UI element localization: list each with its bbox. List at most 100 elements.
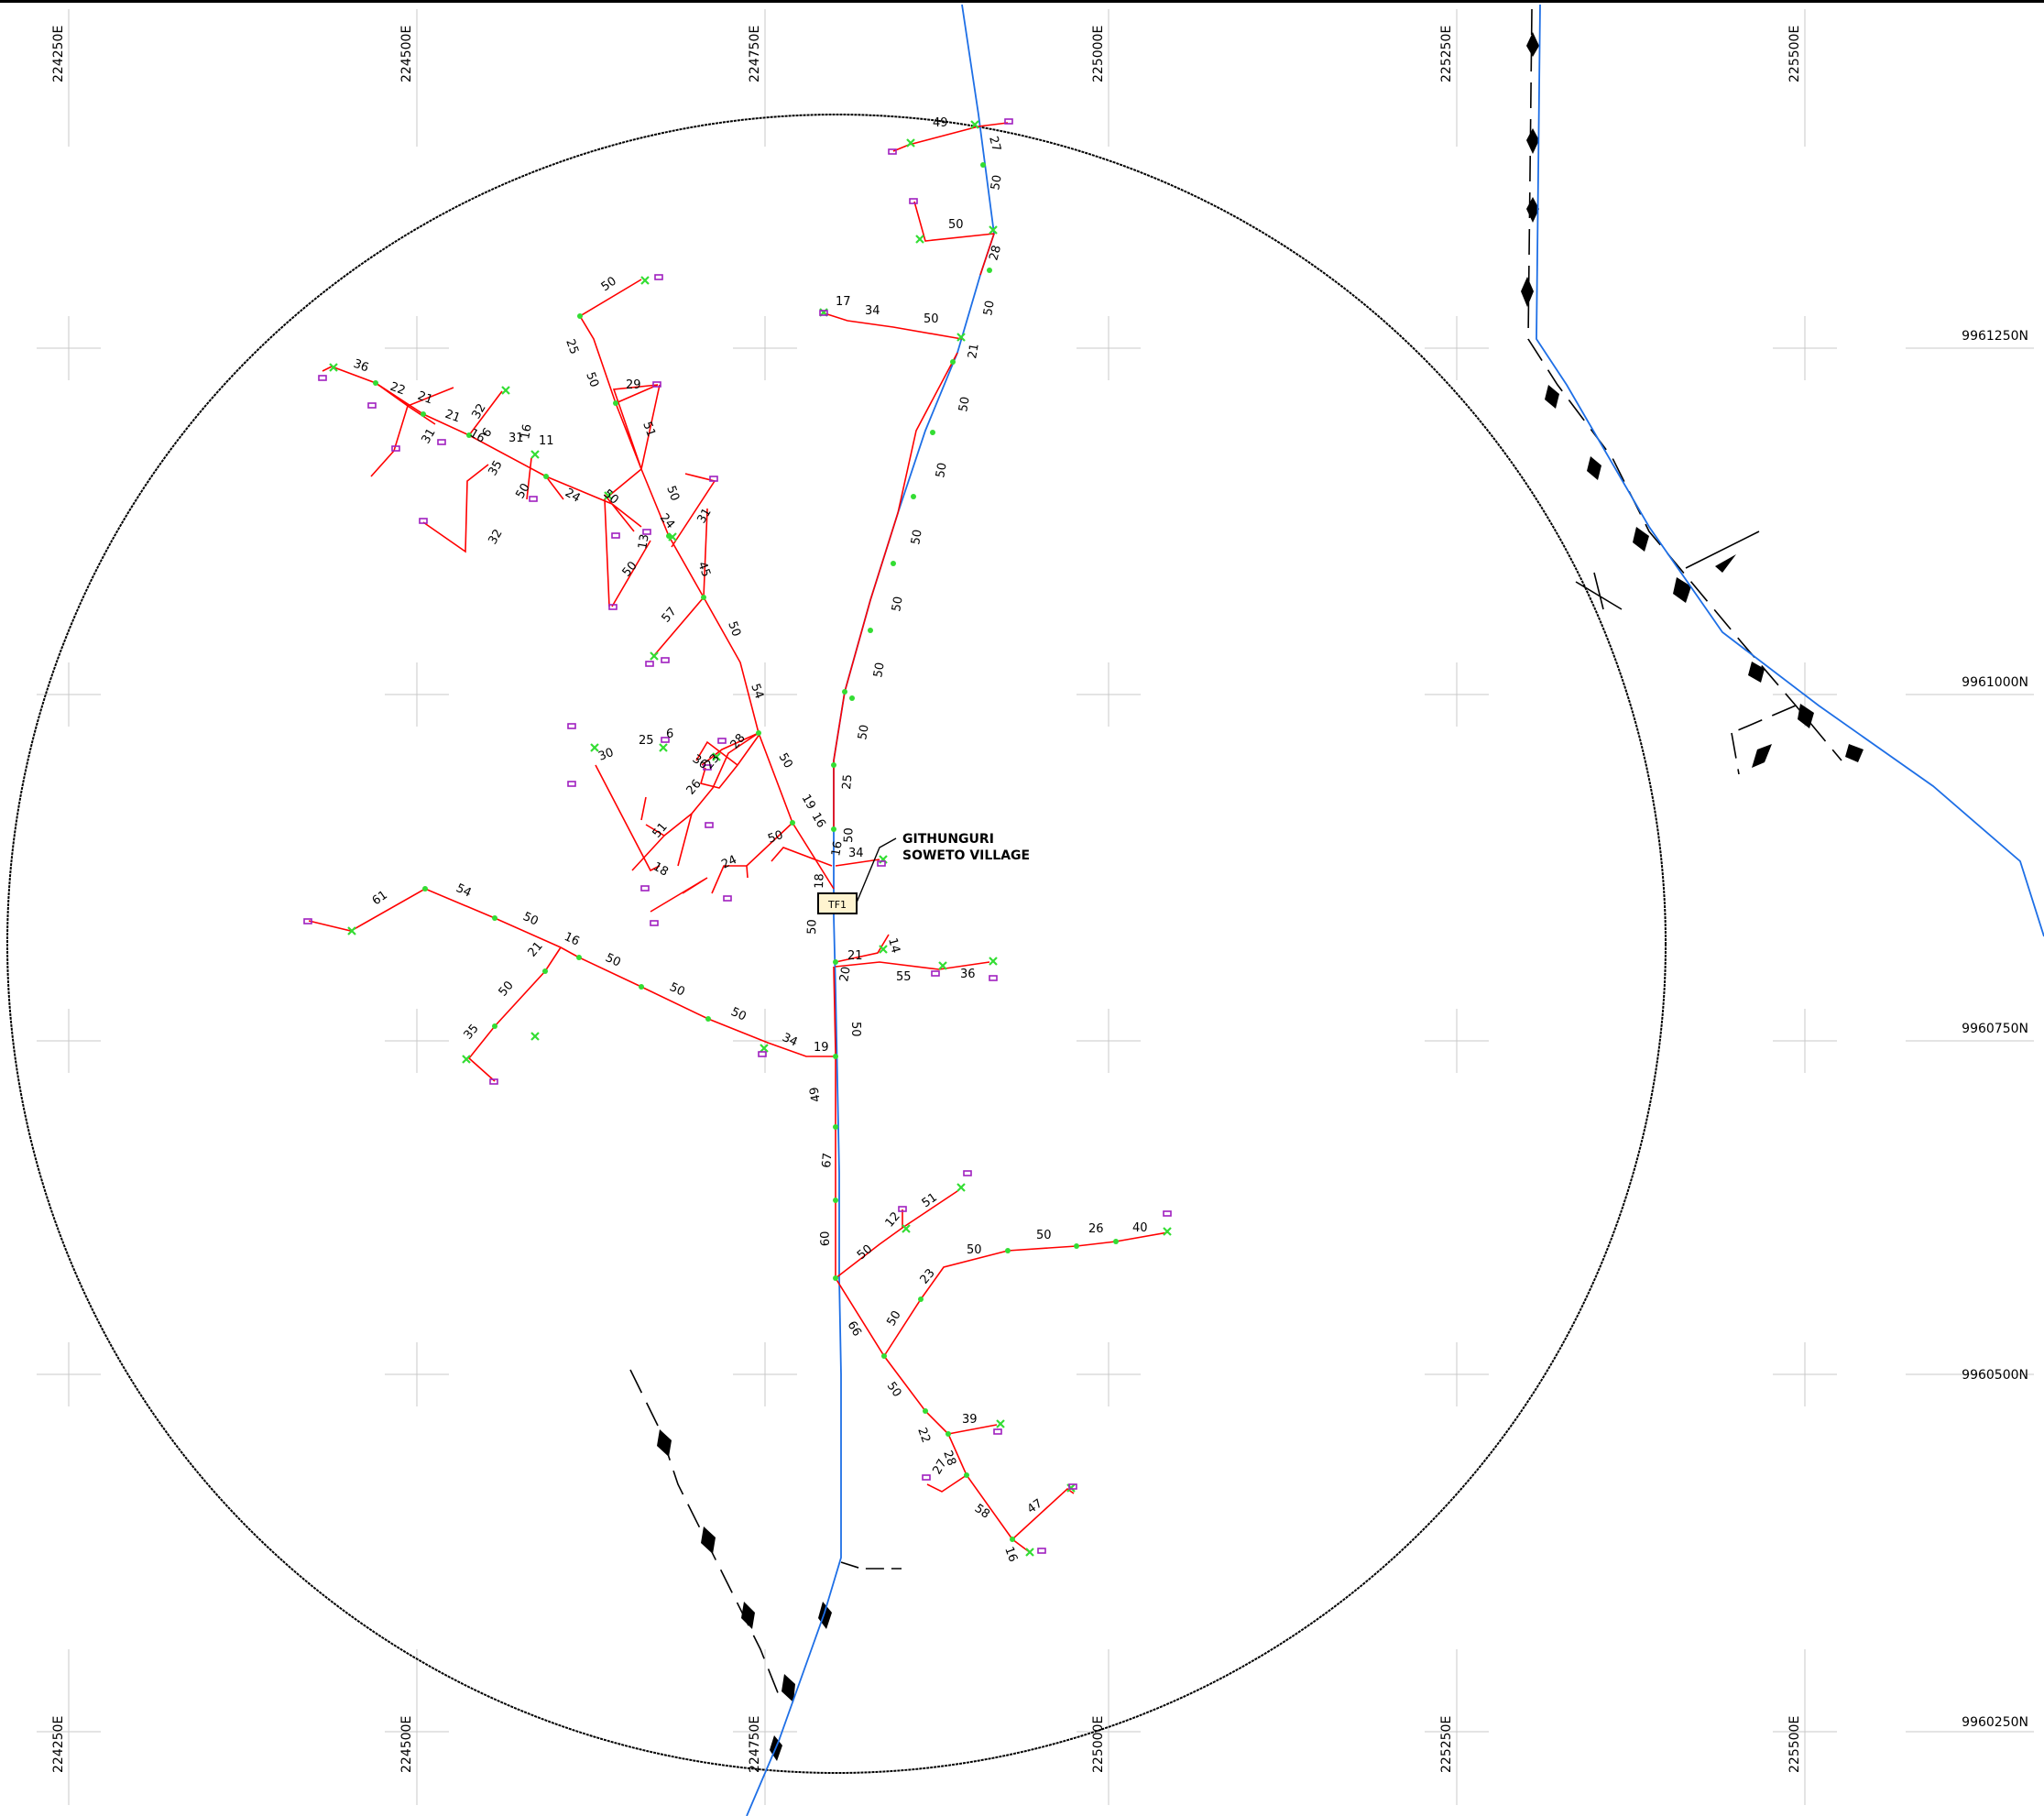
span-label: 45 bbox=[694, 560, 713, 579]
span-label: 50 bbox=[728, 1005, 748, 1024]
span-label: 50 bbox=[725, 619, 743, 639]
pole-dot bbox=[639, 984, 644, 990]
road-east bbox=[1527, 8, 1842, 761]
pole-dot bbox=[492, 1023, 497, 1029]
easting-label: 225000E bbox=[1091, 26, 1106, 82]
span-label: 17 bbox=[836, 295, 851, 309]
easting-labels-top: 224250E 224500E 224750E 225000E 225250E … bbox=[51, 26, 1802, 82]
transformer[interactable]: TF1 bbox=[817, 892, 858, 914]
pole-icon bbox=[329, 276, 650, 395]
pole-dot bbox=[833, 1124, 838, 1130]
customer-marker bbox=[611, 532, 620, 539]
span-label: 55 bbox=[896, 970, 912, 984]
span-label: 27 bbox=[930, 1457, 949, 1477]
span-label: 50 bbox=[909, 529, 925, 546]
pole-dot bbox=[868, 628, 873, 633]
span-label: 39 bbox=[962, 1413, 978, 1427]
road-marker-icon bbox=[1633, 527, 1649, 552]
easting-label: 224250E bbox=[51, 26, 66, 82]
span-label: 21 bbox=[847, 949, 863, 963]
customer-marker bbox=[661, 657, 670, 663]
span-label: 50 bbox=[842, 827, 857, 843]
span-label: 16 bbox=[467, 426, 487, 445]
span-label: 47 bbox=[1025, 1496, 1045, 1516]
customer-marker bbox=[367, 402, 377, 409]
customer-marker bbox=[652, 381, 661, 388]
span-label: 22 bbox=[388, 380, 408, 399]
northing-labels: 9961250N 9961000N 9960750N 9960500N 9960… bbox=[1962, 329, 2028, 1730]
customer-marker bbox=[650, 920, 659, 926]
road-marker-icon bbox=[1715, 554, 1736, 573]
span-label: 60 bbox=[818, 1231, 833, 1246]
customer-marker bbox=[661, 737, 670, 743]
span-label: 32 bbox=[469, 401, 488, 421]
road-east-branch bbox=[1731, 705, 1797, 775]
pole-dot bbox=[964, 1472, 969, 1478]
span-label: 19 bbox=[814, 1041, 829, 1055]
span-label: 49 bbox=[807, 1086, 824, 1103]
span-label: 40 bbox=[1132, 1221, 1148, 1235]
pole-dot bbox=[1005, 1248, 1011, 1253]
road-marker-icon bbox=[657, 1429, 672, 1457]
pole-icon bbox=[530, 450, 677, 661]
span-label: 49 bbox=[933, 116, 948, 130]
road-cross bbox=[1575, 572, 1623, 610]
span-label: 18 bbox=[650, 859, 671, 879]
pole-dot bbox=[492, 915, 497, 921]
span-label: 50 bbox=[871, 662, 888, 679]
road-marker-icon bbox=[1798, 704, 1814, 728]
easting-labels-bottom: 224250E 224500E 224750E 225000E 225250E … bbox=[51, 1716, 1802, 1773]
pole-dot bbox=[1113, 1239, 1119, 1244]
span-label: 67 bbox=[820, 1153, 835, 1169]
customer-marker bbox=[1163, 1210, 1172, 1217]
customer-marker bbox=[705, 822, 714, 828]
span-label: 54 bbox=[454, 881, 473, 901]
span-label: 24 bbox=[563, 486, 583, 505]
road-marker-icon bbox=[1521, 277, 1534, 307]
span-label: 16 bbox=[829, 840, 846, 858]
easting-label: 224750E bbox=[748, 1716, 762, 1773]
span-label: 28 bbox=[940, 1449, 958, 1468]
span-label: 29 bbox=[626, 378, 641, 392]
pole-dots bbox=[373, 162, 1119, 1542]
span-label: 50 bbox=[934, 462, 950, 479]
pole-dot bbox=[950, 359, 956, 365]
customer-marker bbox=[888, 148, 897, 155]
top-border bbox=[0, 0, 2044, 3]
span-label: 50 bbox=[967, 1243, 982, 1257]
span-label: 30 bbox=[596, 746, 616, 764]
customer-marker bbox=[963, 1170, 972, 1176]
span-label: 14 bbox=[885, 936, 902, 955]
easting-label: 224500E bbox=[399, 1716, 414, 1773]
pole-dot bbox=[930, 430, 935, 435]
span-label: 51 bbox=[639, 420, 658, 439]
pole-dot bbox=[756, 730, 761, 736]
span-label: 54 bbox=[748, 682, 766, 701]
pole-icon bbox=[530, 945, 947, 1041]
customer-marker bbox=[303, 918, 312, 924]
pole-icon bbox=[996, 1419, 1076, 1557]
easting-label: 225250E bbox=[1439, 1716, 1454, 1773]
span-label: 50 bbox=[924, 312, 939, 326]
pole-dot bbox=[543, 474, 549, 479]
pole-dot bbox=[576, 955, 582, 960]
pole-icon bbox=[915, 225, 998, 244]
span-label: 25 bbox=[840, 774, 855, 791]
customer-marker bbox=[758, 1051, 767, 1057]
span-label: 50 bbox=[583, 370, 601, 389]
customer-marker bbox=[1004, 118, 1013, 125]
pole-dot bbox=[1010, 1537, 1015, 1542]
span-label: 50 bbox=[1036, 1229, 1052, 1242]
northing-label: 9960750N bbox=[1962, 1022, 2028, 1036]
pole-dot bbox=[422, 886, 428, 892]
customer-marker bbox=[1037, 1548, 1046, 1554]
easting-label: 225500E bbox=[1787, 26, 1802, 82]
easting-label: 225250E bbox=[1439, 26, 1454, 82]
customer-marker bbox=[989, 975, 998, 981]
mv-line-east bbox=[1536, 4, 2044, 937]
span-label: 31 bbox=[419, 426, 438, 446]
customer-marker bbox=[703, 764, 712, 771]
pole-dot bbox=[918, 1296, 924, 1302]
span-label: 50 bbox=[663, 484, 682, 503]
road-south-stub bbox=[840, 1561, 902, 1570]
